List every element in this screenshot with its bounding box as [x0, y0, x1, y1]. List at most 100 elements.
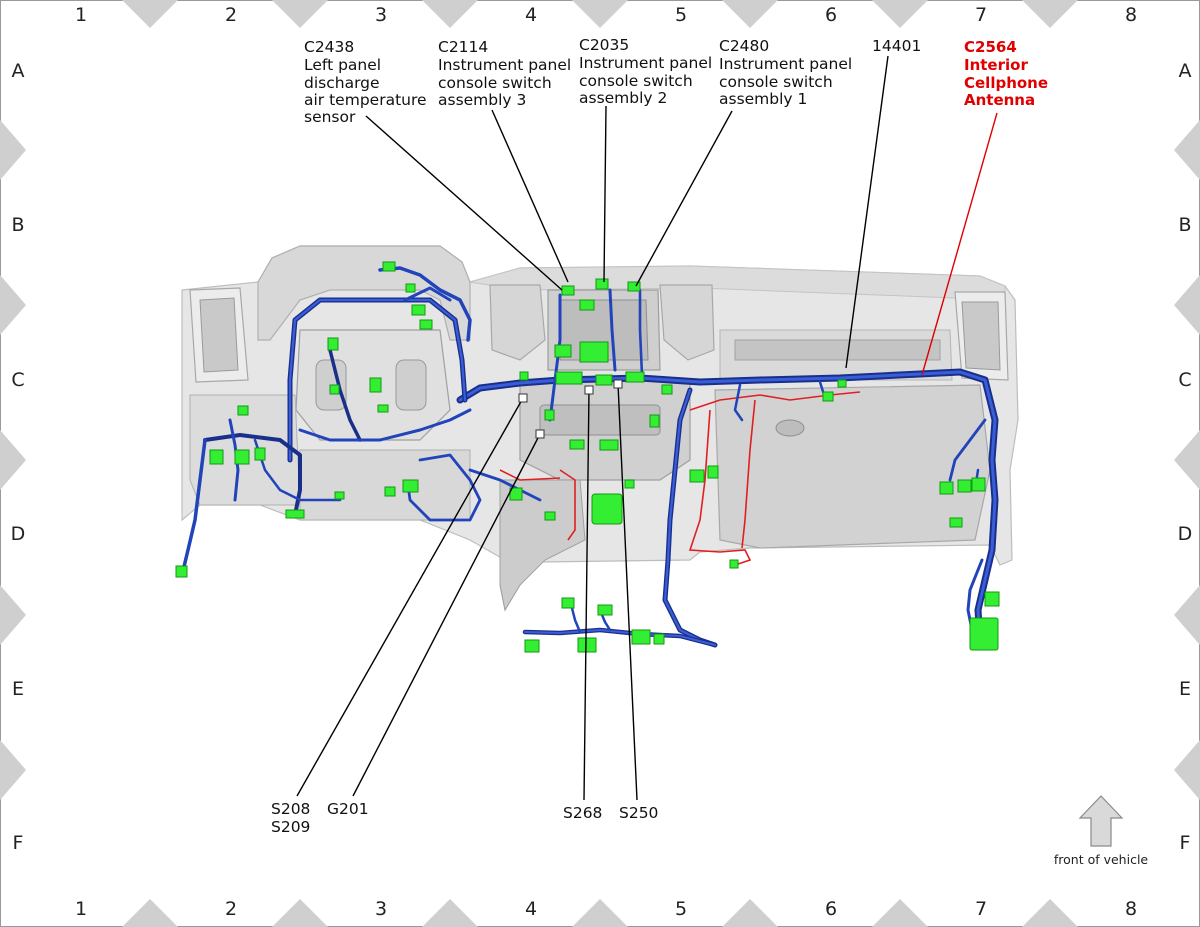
connector	[405, 283, 416, 293]
connector	[649, 414, 660, 428]
connector	[969, 617, 999, 651]
connector	[561, 285, 575, 296]
callout-c2564: C2564 Interior Cellphone Antenna	[964, 38, 1048, 109]
front-of-vehicle-indicator: front of vehicle	[1054, 795, 1149, 867]
grid-row-b: B	[11, 214, 24, 236]
connector	[509, 487, 523, 501]
callout-c2480-id: C2480	[719, 37, 769, 55]
leader-s208-s209	[296, 397, 524, 797]
connector	[369, 377, 382, 393]
grid-row-e: E	[12, 678, 24, 700]
connector	[957, 479, 972, 493]
connector	[334, 491, 345, 500]
grid-row-a: A	[1179, 60, 1192, 82]
connector	[579, 299, 595, 311]
grid-column-labels-top: 1 2 3 4 5 6 7 8	[75, 4, 1137, 26]
callout-s268: S268	[563, 804, 602, 822]
connector	[661, 384, 673, 395]
connector	[624, 479, 635, 489]
connector	[579, 341, 609, 363]
connector	[561, 597, 575, 609]
grid-col-6: 6	[825, 4, 837, 26]
grid-row-c: C	[11, 369, 24, 391]
leader-c2480	[635, 110, 733, 287]
connector	[254, 447, 266, 461]
instrument-panel-body	[181, 245, 1019, 612]
glove-box-latch	[775, 419, 805, 437]
connector	[519, 371, 529, 381]
leader-c2564	[921, 112, 998, 376]
callout-c2438-line: sensor	[304, 108, 356, 126]
grid-col-2: 2	[225, 898, 237, 920]
leader-c2438	[365, 115, 563, 291]
callout-leaders	[296, 55, 889, 801]
connector	[524, 639, 540, 653]
grid-row-d: D	[11, 523, 26, 545]
callout-14401: 14401	[872, 37, 921, 55]
callout-s209: S209	[271, 818, 310, 836]
connector	[209, 449, 224, 465]
cluster-hood	[257, 245, 471, 341]
connector	[949, 517, 963, 528]
console-support	[499, 479, 586, 612]
front-of-vehicle-label: front of vehicle	[1054, 852, 1149, 867]
connector	[595, 278, 609, 290]
arrow-up-icon	[1078, 795, 1124, 847]
connector	[329, 384, 340, 395]
grid-row-f: F	[1180, 832, 1191, 854]
callout-c2114-line: Instrument panel	[438, 56, 571, 74]
grid-col-3: 3	[375, 4, 387, 26]
grid-col-1: 1	[75, 4, 87, 26]
callout-c2480-line: Instrument panel	[719, 55, 852, 73]
leader-s250	[617, 383, 638, 801]
connector	[984, 591, 1000, 607]
callout-c2480-line: assembly 1	[719, 90, 807, 108]
callout-c2480-line: console switch	[719, 73, 833, 91]
grid-col-5: 5	[675, 898, 687, 920]
red-wiring	[499, 391, 861, 566]
splice-s268	[584, 385, 594, 395]
grid-col-7: 7	[975, 898, 987, 920]
hvac-controls	[539, 404, 661, 436]
callout-s208-s209: S208 S209	[271, 800, 310, 836]
grid-col-2: 2	[225, 4, 237, 26]
grid-row-c: C	[1178, 369, 1191, 391]
callout-c2438-line: discharge	[304, 74, 380, 92]
connector	[653, 633, 665, 645]
callout-c2480: C2480 Instrument panel console switch as…	[719, 37, 852, 108]
connector	[411, 304, 426, 316]
connector	[237, 405, 249, 416]
callout-c2035-line: assembly 2	[579, 89, 667, 107]
grid-row-labels-left: A B C D E F	[11, 60, 26, 854]
splice-markers	[518, 379, 623, 439]
callout-c2114-id: C2114	[438, 38, 488, 56]
connector	[631, 629, 651, 645]
grid-row-f: F	[13, 832, 24, 854]
callout-c2564-id: C2564	[964, 38, 1017, 56]
grid-col-3: 3	[375, 898, 387, 920]
connector	[554, 344, 572, 358]
connector	[591, 493, 623, 525]
glove-box	[714, 384, 991, 549]
connector	[402, 479, 419, 493]
connectors	[175, 261, 1000, 653]
connector	[837, 379, 847, 388]
connector	[569, 439, 585, 450]
grid-col-4: 4	[525, 4, 537, 26]
grid-col-6: 6	[825, 898, 837, 920]
connector	[729, 559, 739, 569]
grid-row-a: A	[12, 60, 25, 82]
callout-c2564-line: Antenna	[964, 91, 1035, 109]
ground-g201	[535, 429, 545, 439]
callout-s208: S208	[271, 800, 310, 818]
connector	[544, 409, 555, 421]
callout-g201: G201	[327, 800, 369, 818]
connector	[689, 469, 705, 483]
grid-col-8: 8	[1125, 898, 1137, 920]
leader-14401	[845, 55, 889, 369]
leader-g201	[352, 433, 541, 797]
grid-col-4: 4	[525, 898, 537, 920]
connector	[627, 281, 641, 292]
